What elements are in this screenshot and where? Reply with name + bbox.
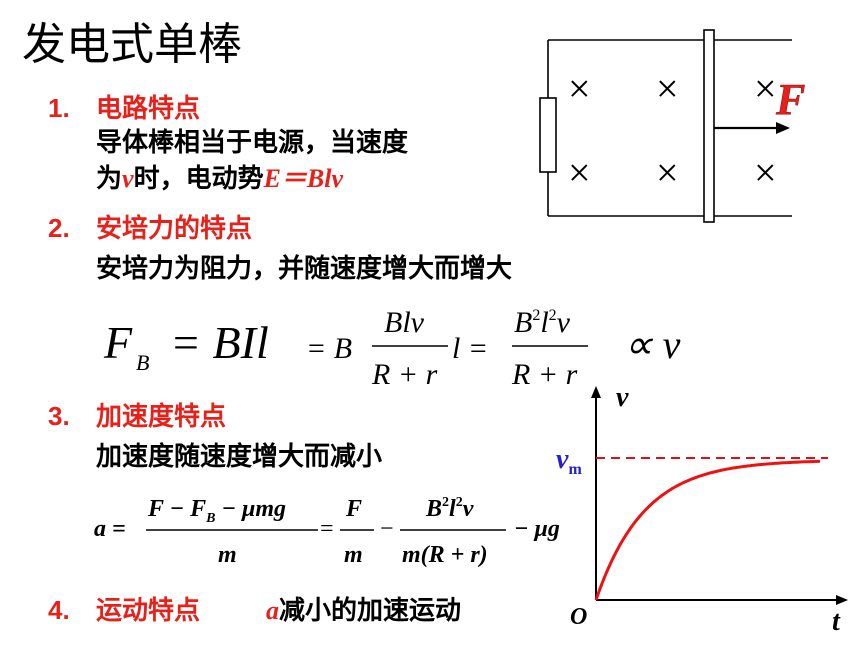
section-1-number: 1. [48,93,70,123]
fb-eq2: = B [306,332,352,365]
fa-lhs: a = [94,516,126,542]
section-2-heading: 2. 安培力的特点 [48,208,252,245]
fa-num1-sub: B [205,511,215,526]
section-4-heading: 4. 运动特点 [48,590,200,627]
fa-num2: F [345,496,362,522]
fb-num2-sup2: 2 [549,307,557,324]
section-1-line-1: 导体棒相当于电源，当速度 [96,128,409,158]
fa-minus: − [380,516,394,542]
section-1-label: 电路特点 [96,94,201,124]
section-3-label: 加速度特点 [96,402,227,432]
vm-label-sub: m [568,461,582,478]
fa-num3-sup2: 2 [456,495,463,510]
section-2-number: 2. [48,213,70,243]
fb-num2-sup1: 2 [532,307,540,324]
fa-num3-l: l [449,496,456,522]
section-3-heading: 3. 加速度特点 [48,396,226,433]
formula-ampere-force: F B = BIl = B Blv R + r l = B2l2v R + r … [103,306,681,391]
fb-num2-v: v [557,306,571,339]
fa-num1-main: F − F [147,496,206,522]
circuit-diagram: × × × × × × F [539,29,806,223]
field-cross: × [656,66,679,111]
fb-lhs-sub: B [136,350,149,375]
force-label: F [775,75,805,124]
fa-num3-v: v [463,496,474,522]
fa-num1-rest: − μmg [215,496,286,522]
y-axis-label: v [616,384,629,413]
fb-num2-b: B [514,306,532,339]
fa-num3: B2l2v [425,495,474,522]
section-3-number: 3. [48,401,70,431]
field-cross: × [568,66,591,111]
y-axis-arrow [591,386,601,398]
fb-num1: Blv [384,306,425,339]
fb-num2: B2l2v [514,306,571,339]
section-2-text: 安培力为阻力，并随速度增大而增大 [96,254,513,284]
field-cross: × [754,150,777,195]
s1-emf: E＝Blv [263,164,344,193]
s1-mid: 时，电动势 [133,164,264,194]
section-2-label: 安培力的特点 [96,214,253,244]
formula-acceleration: a = F − FB − μmg m = F m − B2l2v m(R + r… [94,495,560,568]
velocity-curve [594,459,821,601]
section-1-line-2: 为v时，电动势E＝Blv [96,158,343,195]
fa-den3: m(R + r) [402,542,488,568]
fa-num1: F − FB − μmg [147,496,286,526]
fb-lhs: F [103,317,133,368]
section-1-heading: 1. 电路特点 [48,88,200,125]
origin-label: O [570,604,587,630]
fb-mid: l = [452,332,488,365]
s1-pre: 为 [96,164,123,194]
x-axis-label: t [832,606,841,637]
field-cross: × [656,150,679,195]
fa-eq2: = [320,516,334,542]
s4-text: 减小的加速运动 [279,596,462,626]
section-4-text: a减小的加速运动 [266,590,461,627]
conductor-rod [703,29,715,223]
fb-prop: ∝ v [624,322,681,367]
field-cross: × [568,150,591,195]
fb-den2: R + r [511,358,578,391]
field-cross: × [754,66,777,111]
fa-num3-b: B [425,496,442,522]
section-4-number: 4. [48,595,70,625]
fa-tail: − μg [514,516,560,542]
fa-den2: m [344,542,363,568]
fb-eq1: = BIl [170,317,269,368]
s4-a: a [266,596,279,625]
fa-den1: m [218,542,237,568]
fa-num3-sup1: 2 [442,495,449,510]
s1-v: v [122,164,134,193]
section-3-text: 加速度随速度增大而减小 [96,442,383,472]
page-title: 发电式单棒 [22,19,242,70]
force-arrow-head [776,122,790,134]
section-4-label: 运动特点 [96,596,201,626]
x-axis-arrow [836,595,848,605]
fb-den1: R + r [371,358,438,391]
fb-num2-l: l [540,306,548,339]
vm-label-main: v [556,444,569,475]
vm-label: vm [556,444,582,478]
velocity-time-graph: v vm O t [556,384,848,637]
resistor [539,97,557,173]
